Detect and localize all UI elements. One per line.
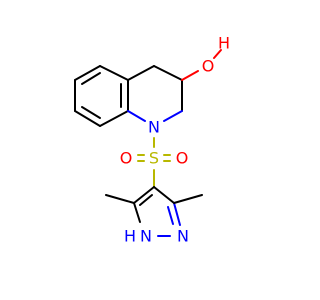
ring-nitrogen-label: N — [148, 118, 160, 137]
bond-n2-c3pz — [173, 202, 181, 226]
bond-c3pz-methyl — [173, 194, 203, 204]
sulfonyl-oxygen-left-label: O — [120, 149, 133, 168]
bond-benzene-5 — [74, 110, 101, 127]
bond-benzene-2 — [99, 65, 129, 81]
bond-c4a-c4 — [127, 65, 155, 81]
bond-o-h — [213, 49, 222, 59]
pyrazole-n1h-hydrogen-label: H — [124, 227, 136, 246]
bond-c5pz-n1 — [133, 202, 141, 223]
hydroxyl-hydrogen-label: H — [218, 34, 230, 53]
bond-benzene-1 — [74, 65, 101, 81]
pyrazole-n2-label: N — [177, 227, 189, 246]
bond-benzene-4 — [99, 110, 129, 127]
bond-c4pz-c5pz-double — [139, 194, 153, 206]
hydroxyl-oxygen-label: O — [202, 57, 215, 76]
bond-n2-c3pz-double — [167, 206, 174, 225]
bond-c2-n1 — [163, 110, 183, 122]
bond-benzene-double-1 — [81, 72, 101, 85]
bond-c4-c3 — [153, 65, 183, 81]
pyrazole-n1h-label: N — [140, 227, 152, 246]
sulfur-label: S — [149, 149, 159, 168]
molecule-structure-diagram: O H N S O O N N H — [74, 34, 230, 246]
bond-c4pz-c5pz — [133, 186, 155, 204]
bond-c3-oh — [181, 70, 199, 81]
bond-n1-c8a — [127, 110, 146, 122]
bond-benzene-double-3 — [81, 106, 101, 119]
bond-c5pz-methyl — [105, 194, 135, 204]
sulfonyl-oxygen-right-label: O — [176, 149, 189, 168]
bond-c4pz-c3pz — [153, 186, 175, 204]
